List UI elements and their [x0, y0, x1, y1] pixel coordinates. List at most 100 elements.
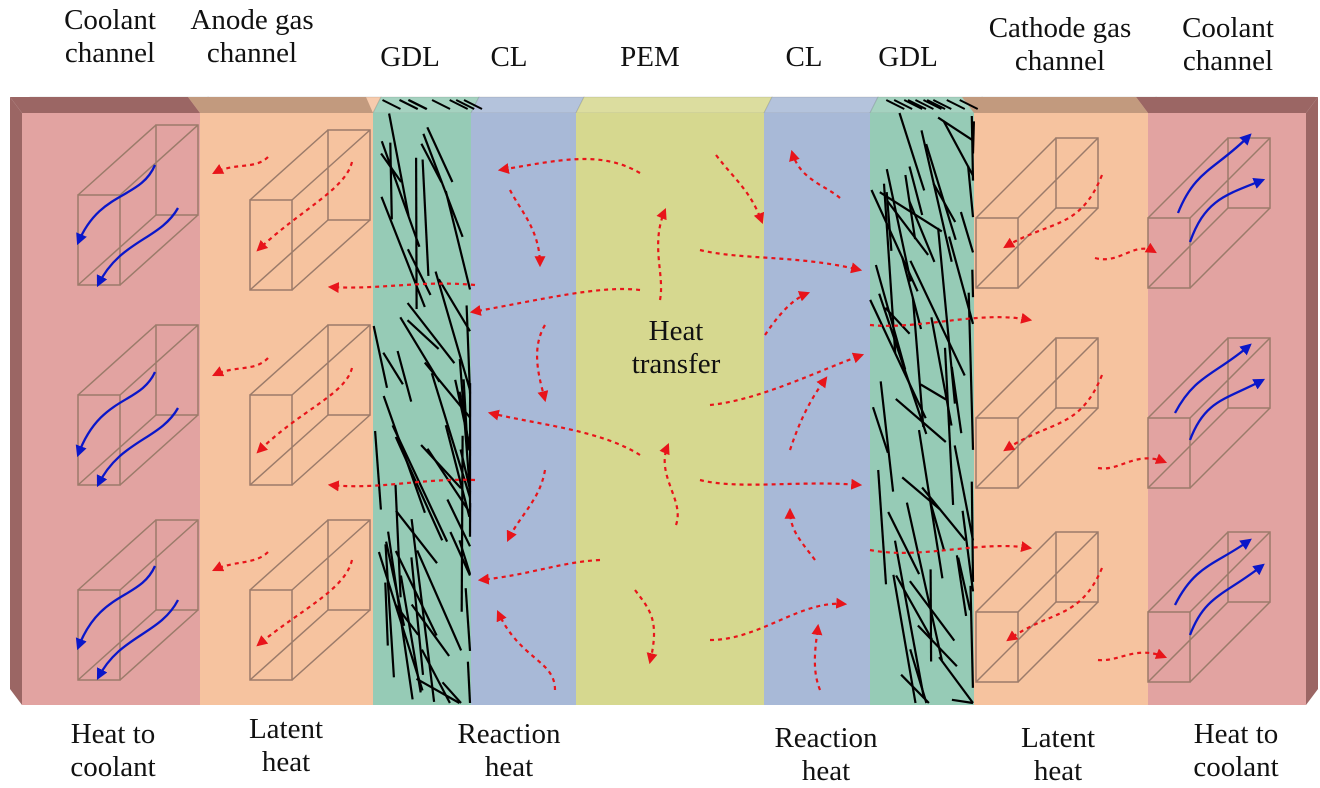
gdl-left-fiber [434, 271, 472, 391]
coolant-flow-arrow [76, 164, 157, 246]
gdl-right-fiber [957, 557, 972, 611]
gdl-left-fiber [462, 379, 469, 451]
heat-flow-arrow [634, 589, 658, 665]
gdl-left-fiber-top [431, 99, 451, 110]
gdl-left-fiber [422, 133, 464, 238]
gdl-right-fiber [969, 585, 974, 688]
heat-flow-arrow [535, 324, 549, 403]
gdl-right-fiber [951, 698, 974, 705]
gdl-left-fiber-top [399, 99, 418, 110]
heat-flow-arrow [656, 207, 667, 301]
gdl-right-fiber [917, 429, 944, 579]
cl-layer-left-top [470, 96, 585, 114]
gdl-left-fiber [395, 510, 438, 564]
gdl-right-fiber-top [914, 99, 934, 110]
gdl-right-fiber [932, 182, 957, 223]
heat-flow-arrow [256, 367, 354, 454]
gdl-left-fiber [372, 325, 389, 389]
cl-layer-right-top [763, 96, 879, 114]
label-cl-right: CL [785, 41, 823, 73]
heat-flow-arrow [509, 189, 546, 268]
gdl-left-fiber [406, 319, 440, 350]
gdl-right-fiber [874, 264, 907, 370]
heat-flow-arrow [212, 156, 269, 175]
gdl-left-fiber [464, 588, 472, 651]
gdl-right-fiber [909, 260, 966, 376]
gdl-left-fiber [384, 582, 389, 646]
gdl-layer-left-top [372, 96, 480, 114]
gdl-right-fiber [909, 580, 956, 642]
gdl-left-fiber [466, 661, 472, 704]
gdl-right-fiber-top [959, 99, 979, 110]
heat-flow-arrow [506, 469, 547, 542]
coolant-flow-arrow [1188, 378, 1266, 441]
heat-flow-arrow [709, 597, 848, 642]
heat-flow-arrow [659, 442, 679, 526]
gdl-left-fiber [382, 352, 404, 385]
heat-flow-arrow [715, 154, 765, 225]
gdl-right-fiber [885, 192, 893, 251]
gdl-left-fiber [410, 518, 436, 703]
gdl-left-fiber [399, 316, 441, 383]
gdl-left-fiber [391, 424, 449, 543]
gdl-right-fiber [959, 211, 975, 253]
heat-flow-arrow [487, 409, 641, 456]
gdl-right-fiber [920, 383, 947, 401]
gdl-right-fiber [879, 381, 895, 492]
heat-flow-arrow [699, 248, 863, 274]
gdl-left-fiber-top [449, 99, 469, 110]
label-pem: PEM [620, 41, 680, 73]
gdl-left-fiber [388, 113, 410, 217]
gdl-right-fiber [943, 347, 955, 505]
gdl-left-fiber-top [382, 99, 401, 110]
coolant-flow-arrow [1188, 178, 1266, 243]
heat-flow-arrow [497, 157, 641, 174]
gdl-left-fiber [396, 350, 413, 402]
gdl-left-fiber [444, 190, 472, 290]
heat-flow-arrow [256, 161, 354, 252]
coolant-channel-right-1 [1147, 337, 1271, 489]
gdl-left-fiber [430, 372, 472, 498]
heat-flow-arrow [496, 610, 557, 691]
anode-channel-1 [249, 324, 371, 486]
heat-flow-arrow [212, 357, 269, 377]
gdl-right-fiber [970, 115, 975, 181]
gdl-left-fiber-top [408, 99, 427, 110]
heat-flow-arrow [477, 558, 601, 585]
gdl-left-fiber [420, 649, 451, 704]
heat-flow-arrow [699, 478, 863, 490]
gdl-left-fiber [389, 142, 393, 220]
cathode-channel-2 [975, 531, 1099, 683]
coolant-right-side-face [1306, 97, 1318, 705]
coolant-channel-left-0 [77, 124, 199, 286]
gdl-right-fiber [901, 476, 941, 511]
gdl-left-fiber [420, 143, 443, 183]
gdl-right-fiber [961, 510, 975, 592]
cathode-channel-1 [975, 337, 1099, 489]
heat-flow-arrow [1003, 374, 1104, 452]
gdl-left-fiber [380, 140, 421, 248]
gdl-left-fiber-top [463, 99, 483, 110]
heat-flow-arrow [1006, 567, 1104, 642]
heat-flow-arrow [469, 287, 641, 316]
gdl-left-fiber [410, 557, 425, 676]
heat-flow-arrow [811, 623, 823, 691]
gdl-right-fiber [948, 236, 975, 325]
heat-flow-arrow [256, 559, 354, 647]
gdl-right-fiber [871, 406, 889, 454]
cathode-channel-0 [975, 137, 1099, 289]
coolant-left-top-face [10, 97, 200, 113]
gdl-right-fiber [925, 143, 957, 241]
cathode-top-face [962, 97, 1148, 113]
gdl-right-fiber-top [907, 99, 927, 110]
coolant-flow-arrow [1176, 133, 1252, 214]
heat-flow-arrow [764, 291, 811, 336]
gdl-right-fiber [955, 555, 968, 617]
